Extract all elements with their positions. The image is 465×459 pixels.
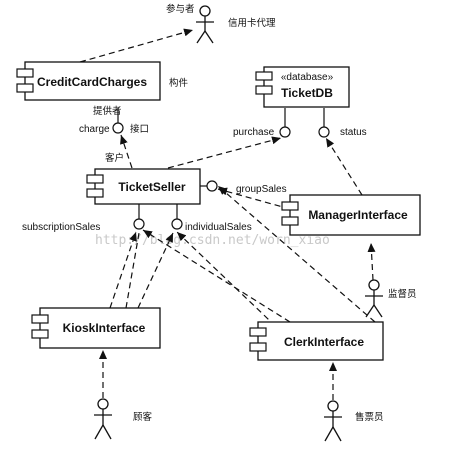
dependency-manager-to-groupsales <box>217 187 291 210</box>
component-icon <box>31 329 49 339</box>
dependency-kiosk-to-individual <box>137 232 174 309</box>
component-icon <box>86 188 104 198</box>
annotation-interface: 接口 <box>130 123 149 135</box>
annotation-participant: 参与者 <box>166 3 195 15</box>
component-icon <box>249 327 267 337</box>
groupsales-interface-icon <box>206 180 218 192</box>
dependency-clerk-to-groupsales <box>217 185 376 323</box>
component-name: KioskInterface <box>63 321 146 335</box>
actor-customer-icon <box>94 398 112 440</box>
component-icon <box>16 68 34 78</box>
annotation-component: 构件 <box>169 77 189 89</box>
annotation-provider: 提供者 <box>93 105 122 117</box>
component-name: ManagerInterface <box>308 208 408 222</box>
component-clerkinterface: ClerkInterface <box>249 321 384 361</box>
actor-manager-icon <box>365 279 383 318</box>
actor-label-customer: 顾客 <box>133 411 153 423</box>
interface-label-purchase: purchase <box>233 127 275 138</box>
component-icon <box>281 201 299 211</box>
component-managerinterface: ManagerInterface <box>281 194 421 236</box>
interface-label-subscriptionsales: subscriptionSales <box>22 222 100 233</box>
actor-credit-card-agent-icon <box>196 5 214 44</box>
interface-label-groupsales: groupSales <box>236 184 287 195</box>
charge-interface-icon <box>112 122 124 134</box>
component-icon <box>86 174 104 184</box>
component-ticketdb: «database» TicketDB <box>255 66 350 108</box>
dependency-creditcard-to-agent <box>79 28 194 63</box>
interface-label-status: status <box>340 127 367 138</box>
purchase-interface-icon <box>279 126 291 138</box>
actor-label-manager: 监督员 <box>388 288 417 300</box>
component-creditcardcharges: CreditCardCharges <box>16 61 161 101</box>
actor-clerk-icon <box>324 400 342 442</box>
component-name: ClerkInterface <box>284 335 364 349</box>
component-ticketseller: TicketSeller <box>86 168 201 205</box>
dependency-seller-to-purchase <box>167 136 282 169</box>
interface-label-individualsales: individualSales <box>185 222 252 233</box>
subscriptionsales-interface-icon <box>133 218 145 230</box>
interface-label-charge: charge <box>79 124 110 135</box>
component-icon <box>249 342 267 352</box>
annotation-client: 客户 <box>105 152 124 164</box>
dependency-manager-actor-to-manager <box>367 242 376 281</box>
actor-label-credit-card-agent: 信用卡代理 <box>228 17 276 29</box>
stereotype-label: «database» <box>281 72 334 83</box>
status-interface-icon <box>318 126 330 138</box>
dependency-manager-to-status <box>325 137 363 196</box>
dependency-kiosk-to-subscription-b <box>125 232 140 309</box>
individualsales-interface-icon <box>171 218 183 230</box>
component-icon <box>255 85 273 95</box>
component-kioskinterface: KioskInterface <box>31 307 161 349</box>
component-name: TicketDB <box>281 86 333 100</box>
actor-label-clerk: 售票员 <box>355 411 384 423</box>
dependency-seller-to-charge <box>120 134 133 169</box>
component-icon <box>255 71 273 81</box>
component-icon <box>281 216 299 226</box>
component-icon <box>16 83 34 93</box>
component-icon <box>31 314 49 324</box>
component-name: TicketSeller <box>118 180 185 194</box>
dependency-clerk-to-individual <box>176 231 291 341</box>
component-name: CreditCardCharges <box>37 75 147 89</box>
dependency-kiosk-to-subscription-a <box>109 231 137 309</box>
dependency-clerk-to-subscription <box>142 229 291 323</box>
